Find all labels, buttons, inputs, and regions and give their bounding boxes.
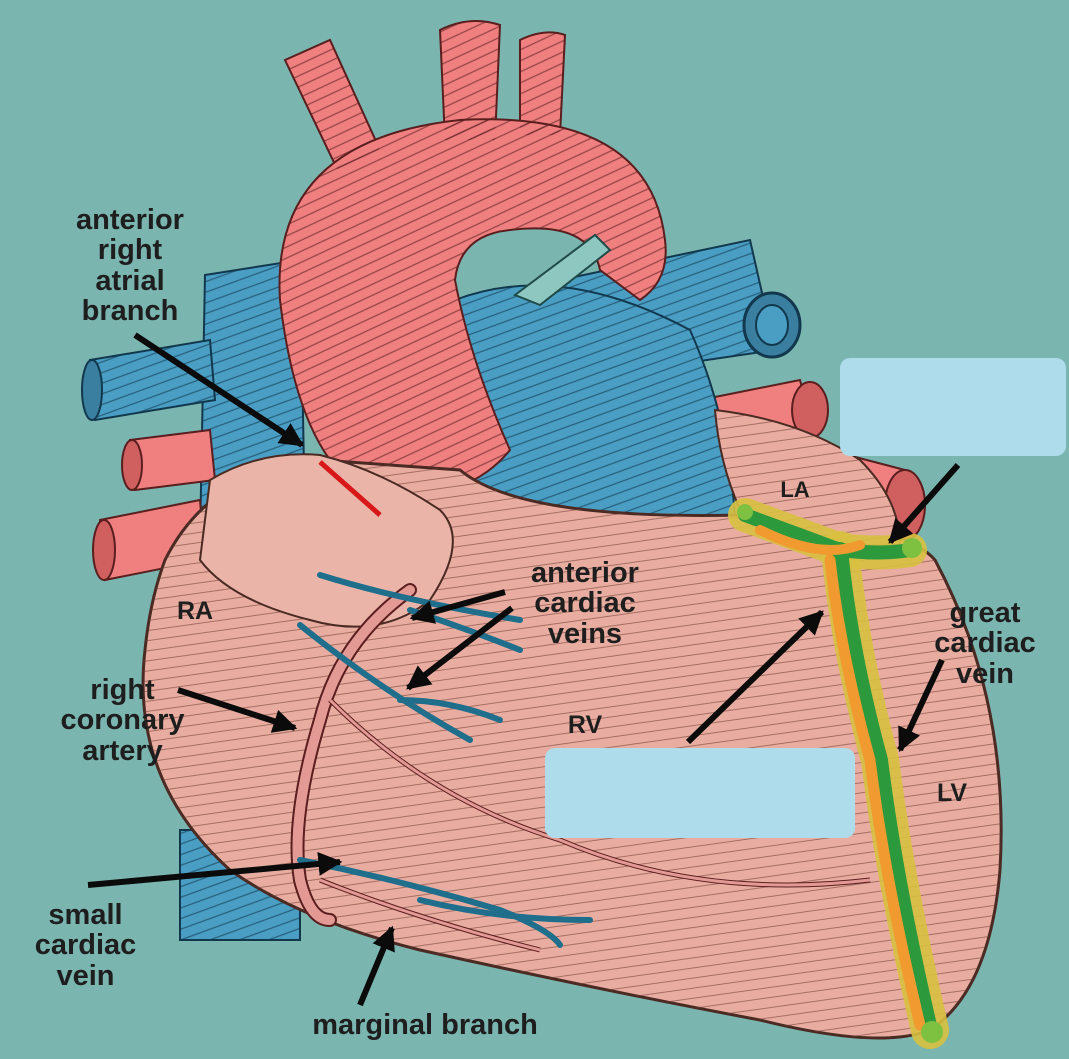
- arrow-right-coronary-artery: [177, 687, 298, 733]
- label-line: vein: [56, 959, 115, 992]
- label-line: atrial: [95, 264, 165, 297]
- label-right-coronary-artery: right coronary artery: [35, 674, 210, 767]
- right-coronary-artery-vessel: [290, 583, 871, 953]
- label-line: cardiac: [934, 627, 1036, 660]
- mark-rv: RV: [567, 711, 603, 739]
- label-line: anterior: [531, 557, 639, 589]
- label-line: branch: [81, 295, 179, 328]
- aorta: [278, 20, 667, 502]
- answer-blank-center[interactable]: [545, 748, 855, 838]
- arrow-great-cardiac-vein: [897, 658, 945, 753]
- label-anterior-cardiac-veins: anterior cardiac veins: [500, 557, 670, 650]
- label-marginal-branch: marginal branch: [312, 1009, 538, 1041]
- label-small-cardiac-vein: small cardiac vein: [8, 899, 163, 992]
- mark-la: LA: [780, 477, 810, 502]
- label-line: great: [949, 597, 1021, 629]
- leader-arrows: [87, 332, 961, 1007]
- label-line: right: [97, 234, 163, 267]
- arrow-anterior-cardiac-veins-1: [409, 589, 506, 624]
- anterior-right-atrial-branch-vessel: [318, 460, 382, 517]
- arrow-center-blank: [685, 609, 825, 745]
- label-line: artery: [82, 734, 163, 767]
- label-line: vein: [955, 657, 1015, 690]
- arrow-small-cardiac-vein: [87, 852, 343, 888]
- arrow-anterior-cardiac-veins-2: [406, 605, 514, 691]
- label-line: veins: [547, 617, 623, 650]
- label-great-cardiac-vein: great cardiac vein: [900, 597, 1069, 690]
- label-line: coronary: [60, 704, 185, 737]
- mark-ra: RA: [176, 597, 214, 625]
- answer-blank-top-right[interactable]: [840, 358, 1066, 456]
- label-line: cardiac: [534, 587, 636, 620]
- label-line: anterior: [76, 204, 184, 236]
- label-anterior-right-atrial-branch: anterior right atrial branch: [30, 205, 230, 327]
- label-line: small: [48, 899, 123, 931]
- arrow-marginal-branch: [357, 925, 395, 1007]
- arrow-anterior-right-atrial-branch: [133, 332, 305, 448]
- label-line: right: [90, 674, 155, 706]
- mark-lv: LV: [936, 779, 968, 807]
- pulmonary-trunk: [453, 284, 737, 521]
- arrow-top-blank: [887, 463, 961, 544]
- label-line: cardiac: [34, 929, 137, 962]
